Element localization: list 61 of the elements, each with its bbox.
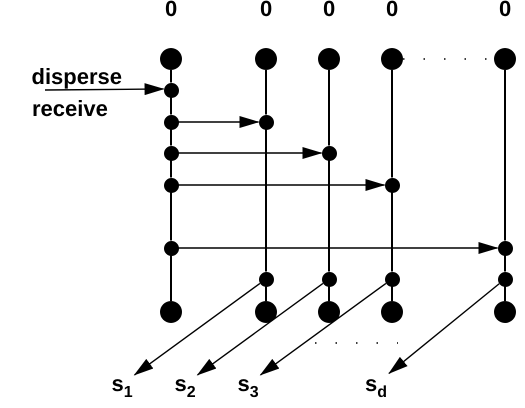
event-dot <box>258 272 274 286</box>
timeline-segment <box>328 70 330 146</box>
timeline-segment <box>170 256 172 301</box>
event-label: disperse <box>32 66 122 88</box>
endpoint-dot <box>494 301 516 323</box>
event-dot <box>164 114 178 130</box>
event-dot <box>164 240 178 256</box>
endpoint-dot <box>381 48 403 70</box>
endpoint-dot <box>318 301 340 323</box>
event-dot <box>384 178 400 192</box>
arrow <box>260 282 386 376</box>
arrow <box>178 147 322 159</box>
arrow <box>196 282 324 376</box>
variable-label: s$_{1}$ <box>112 373 133 395</box>
timeline-segment <box>504 286 506 301</box>
timeline-segment <box>504 256 506 272</box>
variable-label: s$_{d}$ <box>365 373 388 395</box>
event-dot <box>384 272 400 286</box>
timeline-segment <box>391 286 393 301</box>
timeline-segment <box>170 160 172 178</box>
timeline-segment <box>170 192 172 240</box>
event-dot <box>498 240 512 256</box>
arrow <box>45 83 165 96</box>
timeline-segment <box>391 192 393 272</box>
event-dot <box>164 178 178 192</box>
timeline-segment <box>328 286 330 301</box>
timeline-segment <box>265 130 267 272</box>
endpoint-dot <box>255 48 277 70</box>
timeline-segment <box>170 98 172 114</box>
event-dot <box>164 146 178 160</box>
endpoint-dot <box>494 48 516 70</box>
event-label: receive <box>32 98 108 120</box>
arrow <box>178 179 386 191</box>
process-label: 0 <box>499 0 512 20</box>
endpoint-dot <box>160 48 182 70</box>
variable-label: s$_{3}$ <box>238 373 259 395</box>
event-dot <box>322 146 336 160</box>
timeline-segment <box>265 286 267 301</box>
timeline-segment <box>391 70 393 178</box>
timeline-segment <box>170 130 172 146</box>
event-dot <box>498 272 512 286</box>
process-label: 0 <box>165 0 178 20</box>
process-label: 0 <box>386 0 398 20</box>
timeline-segment <box>504 70 506 240</box>
variable-label: s$_{2}$ <box>174 373 196 395</box>
process-label: 0 <box>323 0 336 20</box>
process-label: 0 <box>260 0 272 20</box>
event-dot <box>164 82 178 98</box>
event-dot <box>322 272 336 286</box>
arrow <box>134 282 260 376</box>
endpoint-dot <box>255 301 277 323</box>
timeline-segment <box>170 70 172 82</box>
event-dot <box>258 114 274 130</box>
endpoint-dot <box>381 301 403 323</box>
timeline-segment <box>265 70 267 114</box>
arrow <box>388 283 500 374</box>
timeline-segment <box>328 160 330 272</box>
arrow <box>178 242 498 254</box>
endpoint-dot <box>318 48 340 70</box>
endpoint-dot <box>160 301 182 323</box>
arrow <box>178 116 260 128</box>
